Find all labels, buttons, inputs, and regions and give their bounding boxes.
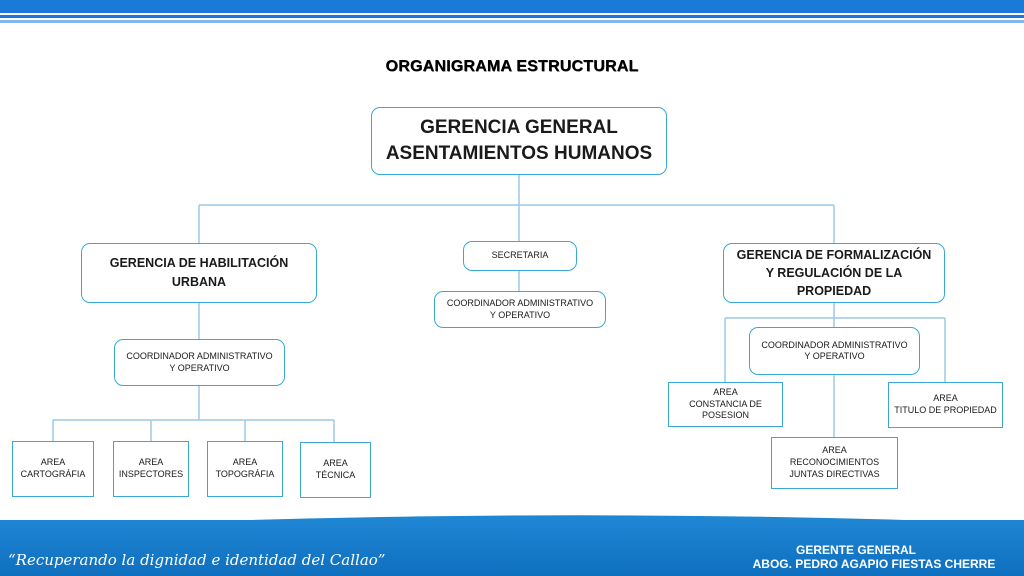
node-area-inspectores: AREA INSPECTORES: [113, 441, 189, 497]
node-coordinador-left-line1: COORDINADOR ADMINISTRATIVO: [126, 351, 273, 362]
node-coordinador-center-line2: Y OPERATIVO: [489, 309, 551, 320]
area-topografia-line1: AREA: [232, 457, 258, 468]
area-titulo-line1: AREA: [933, 393, 958, 404]
node-coordinador-left-line2: Y OPERATIVO: [169, 362, 230, 373]
node-habilitacion-line2: URBANA: [171, 275, 227, 289]
top-banner-bar: [0, 0, 1024, 13]
footer-bar: [0, 520, 1024, 576]
node-coordinador-right-line1: COORDINADOR ADMINISTRATIVO: [761, 339, 908, 350]
area-reconocimientos-line1: AREA: [822, 445, 847, 456]
node-area-reconocimientos: AREA RECONOCIMIENTOS JUNTAS DIRECTIVAS: [771, 437, 898, 489]
area-cartografia-line1: AREA: [40, 457, 66, 468]
node-coordinador-left: COORDINADOR ADMINISTRATIVO Y OPERATIVO: [114, 339, 285, 386]
footer-name: ABOG. PEDRO AGAPIO FIESTAS CHERRE: [752, 557, 996, 571]
node-gerencia-habilitacion: GERENCIA DE HABILITACIÓN URBANA: [81, 243, 317, 303]
node-area-topografia: AREA TOPOGRÁFIA: [207, 441, 283, 497]
node-area-constancia: AREA CONSTANCIA DE POSESION: [668, 382, 783, 427]
area-constancia-line3: POSESION: [701, 410, 749, 421]
top-banner-stripe-light: [0, 20, 1024, 23]
area-inspectores-line2: INSPECTORES: [118, 469, 184, 479]
node-coordinador-center-line1: COORDINADOR ADMINISTRATIVO: [446, 298, 594, 309]
node-formalizacion-line2: Y REGULACIÓN DE LA: [765, 265, 903, 280]
area-tecnica-line2: TÉCNICA: [315, 470, 356, 480]
area-constancia-line2: CONSTANCIA DE: [689, 398, 762, 409]
node-habilitacion-line1: GERENCIA DE HABILITACIÓN: [109, 256, 289, 271]
area-inspectores-line1: AREA: [138, 457, 164, 468]
footer-slogan: “Recuperando la dignidad e identidad del…: [8, 551, 386, 569]
top-banner-stripe: [0, 15, 1024, 18]
node-area-titulo: AREA TITULO DE PROPIEDAD: [888, 382, 1003, 428]
area-topografia-line2: TOPOGRÁFIA: [215, 469, 275, 479]
node-gerencia-formalizacion: GERENCIA DE FORMALIZACIÓN Y REGULACIÓN D…: [723, 243, 945, 303]
node-coordinador-right-line2: Y OPERATIVO: [804, 351, 865, 361]
node-area-cartografia: AREA CARTOGRÁFIA: [12, 441, 94, 497]
node-secretaria-label: SECRETARIA: [491, 250, 549, 261]
node-secretaria: SECRETARIA: [463, 241, 577, 271]
node-gerencia-general-line2: ASENTAMIENTOS HUMANOS: [385, 143, 653, 164]
node-coordinador-center: COORDINADOR ADMINISTRATIVO Y OPERATIVO: [434, 291, 606, 328]
node-gerencia-general-line1: GERENCIA GENERAL: [420, 117, 618, 139]
node-formalizacion-line1: GERENCIA DE FORMALIZACIÓN: [736, 247, 932, 262]
node-coordinador-right: COORDINADOR ADMINISTRATIVO Y OPERATIVO: [749, 327, 920, 375]
area-reconocimientos-line3: JUNTAS DIRECTIVAS: [789, 468, 880, 479]
footer-role: GERENTE GENERAL: [795, 543, 916, 557]
area-titulo-line2: TITULO DE PROPIEDAD: [894, 405, 997, 415]
node-area-tecnica: AREA TÉCNICA: [300, 442, 371, 498]
chart-title: ORGANIGRAMA ESTRUCTURAL: [385, 58, 639, 75]
node-formalizacion-line3: PROPIEDAD: [796, 284, 872, 299]
node-gerencia-general: GERENCIA GENERAL ASENTAMIENTOS HUMANOS: [371, 107, 667, 175]
area-cartografia-line2: CARTOGRÁFIA: [20, 469, 86, 479]
area-reconocimientos-line2: RECONOCIMIENTOS: [789, 457, 880, 468]
area-constancia-line1: AREA: [713, 386, 738, 397]
area-tecnica-line1: AREA: [323, 458, 348, 469]
